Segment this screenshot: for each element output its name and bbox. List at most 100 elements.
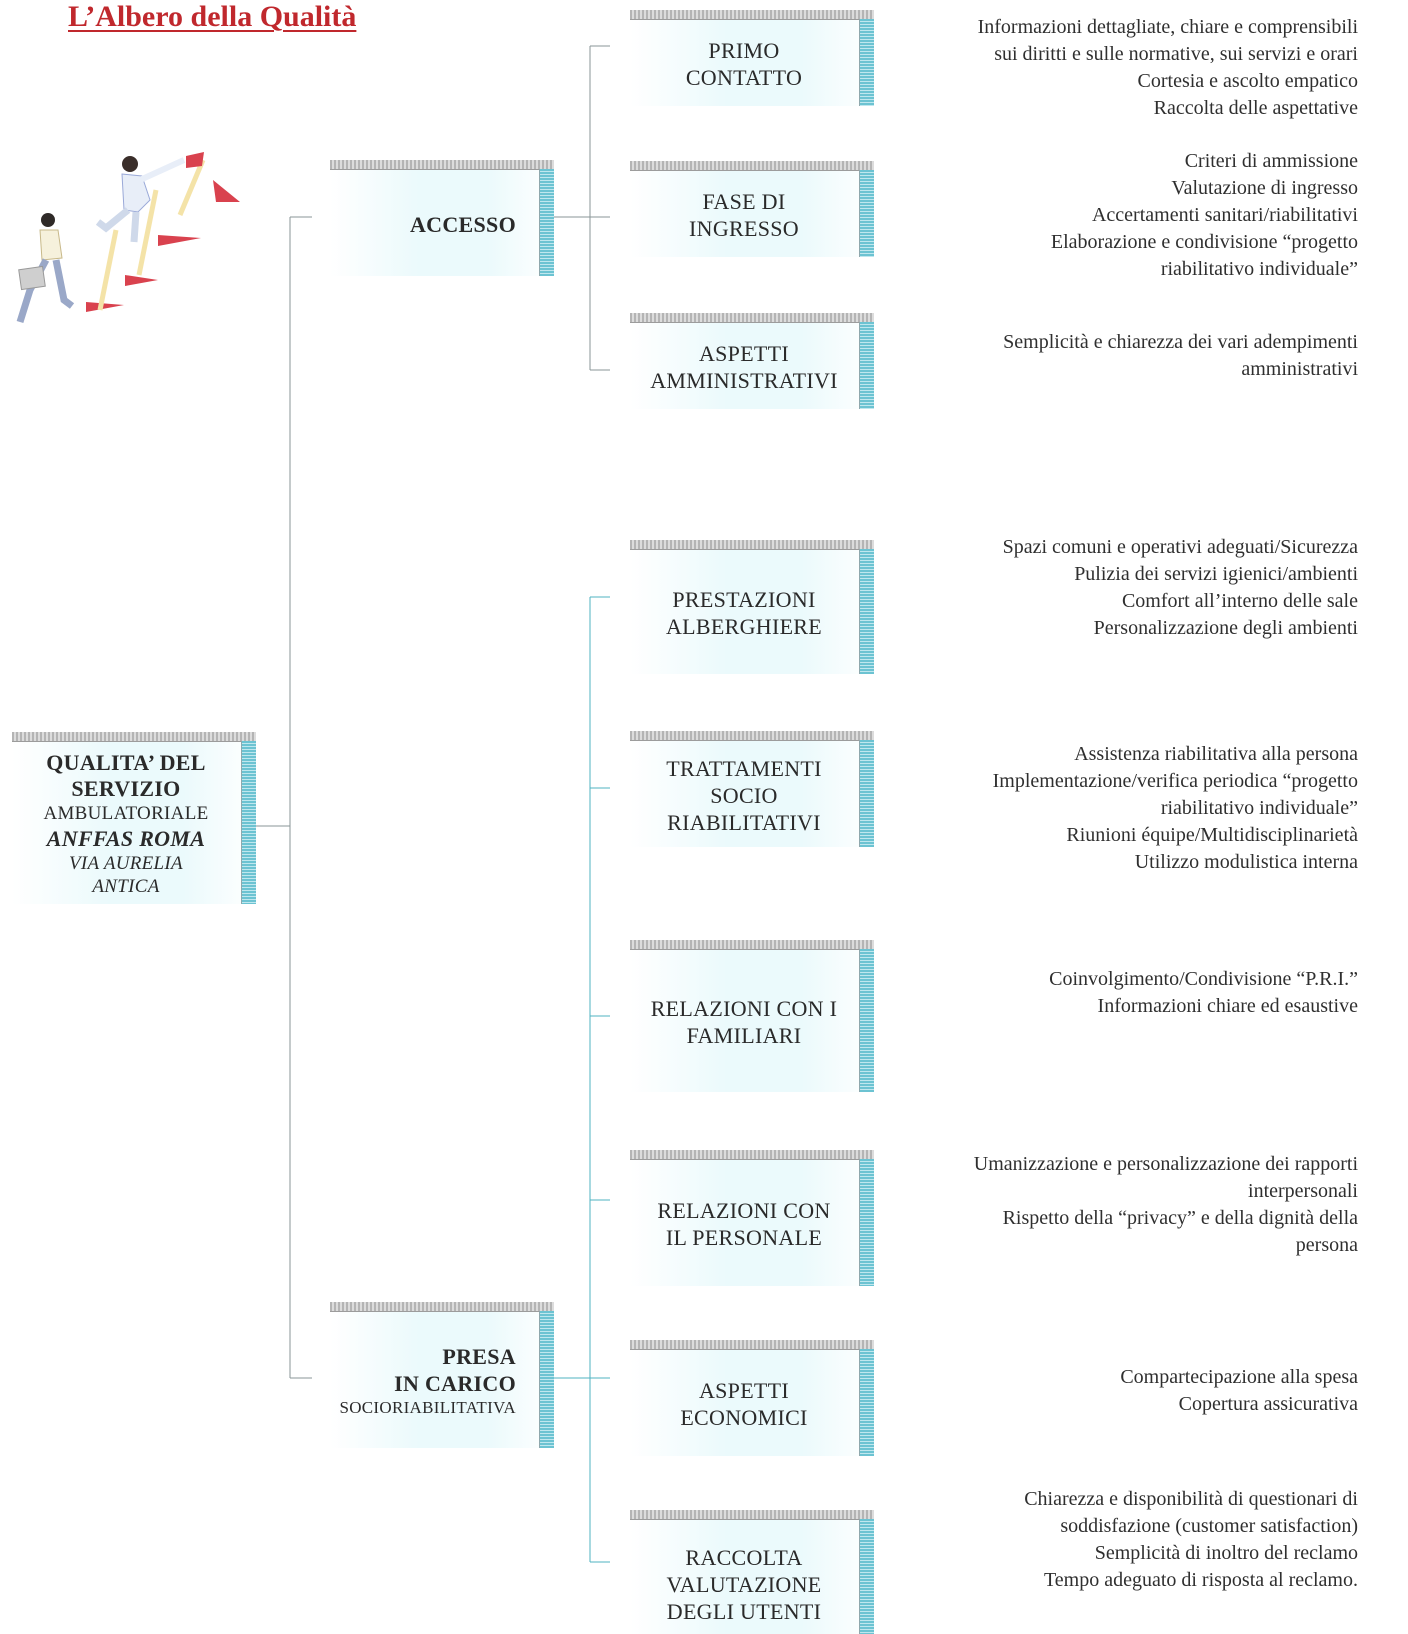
node-label-line: ECONOMICI: [680, 1405, 808, 1430]
desc-line: Comfort all’interno delle sale: [1121, 590, 1358, 612]
desc-fase-di-ingresso: Criteri di ammissione Valutazione di ing…: [1051, 148, 1358, 283]
box-side-border: [859, 19, 874, 106]
node-label-line: AMMINISTRATIVI: [650, 368, 838, 393]
node-label-line: TRATTAMENTI: [666, 755, 822, 781]
stair-rail: [97, 229, 119, 311]
node-label-line: VALUTAZIONE: [666, 1572, 822, 1597]
desc-line: Pulizia dei servizi igienici/ambienti: [1074, 563, 1358, 585]
node-accesso: ACCESSO: [330, 160, 554, 276]
node-label-line: PRESTAZIONI: [672, 587, 816, 612]
desc-line: Assistenza riabilitativa alla persona: [1074, 743, 1358, 765]
desc-line: Personalizzazione degli ambienti: [1093, 617, 1358, 639]
desc-line: interpersonali: [1248, 1180, 1358, 1202]
box-top-border: [630, 313, 874, 323]
node-label-line: RIABILITATIVI: [667, 809, 821, 835]
desc-aspetti-amministrativi: Semplicità e chiarezza dei vari adempime…: [1003, 329, 1358, 383]
node-sublabel: SOCIORIABILITATIVA: [339, 1398, 516, 1417]
stair-rail: [136, 189, 159, 276]
desc-raccolta-valutazione-utenti: Chiarezza e disponibilità di questionari…: [1024, 1486, 1358, 1594]
climber-head: [122, 156, 138, 172]
box-side-border: [859, 1159, 874, 1286]
climber-leg: [95, 207, 131, 233]
box-top-border: [630, 1340, 874, 1350]
box-side-border: [539, 169, 554, 276]
root-line6: ANTICA: [92, 876, 160, 897]
desc-line: Tempo adeguato di risposta al reclamo.: [1043, 1569, 1358, 1591]
desc-line: Utilizzo modulistica interna: [1134, 851, 1358, 873]
root-node: QUALITA’ DEL SERVIZIO AMBULATORIALE ANFF…: [12, 732, 256, 904]
box-side-border: [859, 322, 874, 409]
box-side-border: [539, 1311, 554, 1448]
desc-line: Valutazione di ingresso: [1171, 177, 1358, 199]
desc-line: Criteri di ammissione: [1184, 150, 1358, 172]
desc-line: soddisfazione (customer satisfaction): [1060, 1515, 1358, 1537]
desc-line: riabilitativo individuale”: [1160, 258, 1358, 280]
desc-line: Compartecipazione alla spesa: [1120, 1366, 1358, 1388]
desc-line: Accertamenti sanitari/riabilitativi: [1091, 204, 1358, 226]
root-line4: ANFFAS ROMA: [46, 826, 206, 851]
node-label-line: ASPETTI: [698, 1378, 790, 1403]
box-top-border: [630, 161, 874, 171]
box-top-border: [630, 540, 874, 550]
desc-prestazioni-alberghiere: Spazi comuni e operativi adeguati/Sicure…: [1003, 534, 1358, 642]
root-line1: QUALITA’ DEL: [46, 750, 206, 775]
node-label-line: RELAZIONI CON I: [650, 996, 838, 1021]
desc-line: Informazioni chiare ed esaustive: [1097, 995, 1358, 1017]
node-label-line: INGRESSO: [689, 216, 799, 241]
node-label-line: RELAZIONI CON: [657, 1198, 831, 1223]
node-label-line: RACCOLTA: [685, 1545, 803, 1570]
box-top-border: [630, 1510, 874, 1520]
desc-line: Chiarezza e disponibilità di questionari…: [1024, 1488, 1358, 1510]
desc-line: Elaborazione e condivisione “progetto: [1050, 231, 1358, 253]
box-side-border: [859, 170, 874, 257]
desc-line: amministrativi: [1241, 358, 1358, 380]
box-top-border: [630, 1150, 874, 1160]
node-label-line: CONTATTO: [685, 65, 803, 90]
node-label-line: FASE DI: [702, 189, 786, 214]
desc-line: Raccolta delle aspettative: [1153, 97, 1358, 119]
desc-line: Implementazione/verifica periodica “prog…: [992, 770, 1358, 792]
box-top-border: [330, 160, 554, 170]
desc-line: Copertura assicurativa: [1178, 1393, 1358, 1415]
desc-line: Umanizzazione e personalizzazione dei ra…: [973, 1153, 1358, 1175]
climber-leg: [130, 211, 140, 243]
node-label-line: PRIMO: [708, 38, 780, 63]
box-top-border: [630, 731, 874, 741]
stair-step: [125, 275, 158, 286]
stair-step: [158, 235, 201, 246]
desc-line: Coinvolgimento/Condivisione “P.R.I.”: [1049, 968, 1358, 990]
box-side-border: [859, 1349, 874, 1456]
desc-primo-contatto: Informazioni dettagliate, chiare e compr…: [978, 14, 1358, 122]
stair-step: [86, 302, 124, 312]
flag-icon: [186, 152, 204, 168]
desc-line: Informazioni dettagliate, chiare e compr…: [977, 16, 1358, 38]
node-label-line: DEGLI UTENTI: [666, 1599, 822, 1624]
box-side-border: [859, 740, 874, 847]
node-label-line: SOCIO: [710, 782, 778, 808]
root-line5: VIA AURELIA: [69, 853, 183, 874]
desc-line: Semplicità di inoltro del reclamo: [1094, 1542, 1358, 1564]
desc-line: riabilitativo individuale”: [1160, 797, 1358, 819]
box-side-border: [859, 549, 874, 674]
climber-leg: [52, 259, 75, 309]
desc-line: Cortesia e ascolto empatico: [1137, 70, 1358, 92]
box-side-border: [859, 1519, 874, 1634]
node-label-line2: IN CARICO: [394, 1371, 516, 1396]
desc-line: Spazi comuni e operativi adeguati/Sicure…: [1002, 536, 1358, 558]
desc-line: persona: [1295, 1234, 1358, 1256]
desc-line: Semplicità e chiarezza dei vari adempime…: [1003, 331, 1358, 353]
desc-line: Rispetto della “privacy” e della dignità…: [1002, 1207, 1358, 1229]
box-side-border: [241, 741, 256, 904]
stairs-climbers-illustration: [16, 152, 240, 324]
desc-aspetti-economici: Compartecipazione alla spesa Copertura a…: [1120, 1364, 1358, 1418]
briefcase-icon: [18, 265, 46, 291]
root-line2: SERVIZIO: [71, 776, 181, 801]
